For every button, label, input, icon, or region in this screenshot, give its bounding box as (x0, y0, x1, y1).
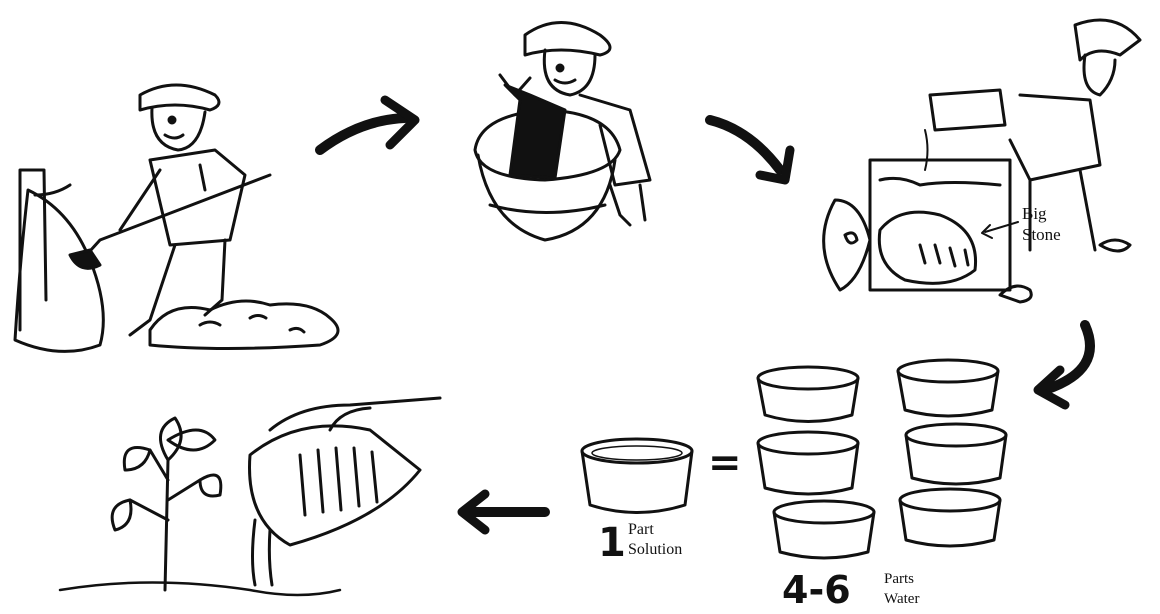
leaf (168, 430, 215, 450)
worker-head (152, 108, 205, 150)
step-soak-in-drum (824, 20, 1140, 302)
pouring-bucket (250, 426, 421, 545)
parts-label: Parts (884, 572, 914, 588)
leaf (200, 475, 221, 496)
worker-hat (140, 85, 219, 110)
big-stone-label-line1: Big (1022, 205, 1047, 223)
step-collect-manure (15, 85, 338, 351)
water-bucket (758, 432, 858, 494)
water-bucket (774, 501, 874, 558)
step-fill-sack (475, 23, 650, 241)
big-stone (879, 212, 975, 283)
solution-bucket (582, 439, 692, 513)
water-bucket (900, 489, 1000, 546)
water-bucket (898, 360, 998, 416)
equals-sign: = (708, 440, 742, 486)
part-label: Part (628, 522, 654, 539)
water-label: Water (884, 592, 919, 608)
leaf (112, 500, 131, 530)
water-bucket (758, 367, 858, 422)
ground (60, 583, 340, 596)
step-apply-to-plant (60, 398, 440, 595)
drum-lid (824, 200, 870, 290)
sack-2 (505, 85, 565, 178)
arrow-2 (710, 120, 780, 170)
worker-arms (120, 165, 205, 230)
worker-body (150, 150, 245, 245)
one-part-number: 1 (598, 520, 626, 566)
plant-stem (130, 450, 200, 590)
four-six-parts-number: 4-6 (782, 568, 851, 612)
big-stone-label-line2: Stone (1022, 226, 1061, 244)
pointer-arrow (985, 222, 1018, 232)
water-stream (253, 520, 273, 585)
bucket-3 (930, 90, 1005, 130)
hand-arm (270, 398, 440, 430)
water-bucket (906, 424, 1006, 484)
sack (15, 190, 103, 351)
leaf (124, 448, 150, 471)
hat-2 (525, 23, 610, 56)
manure-pile (150, 301, 338, 349)
solution-label: Solution (628, 542, 682, 559)
